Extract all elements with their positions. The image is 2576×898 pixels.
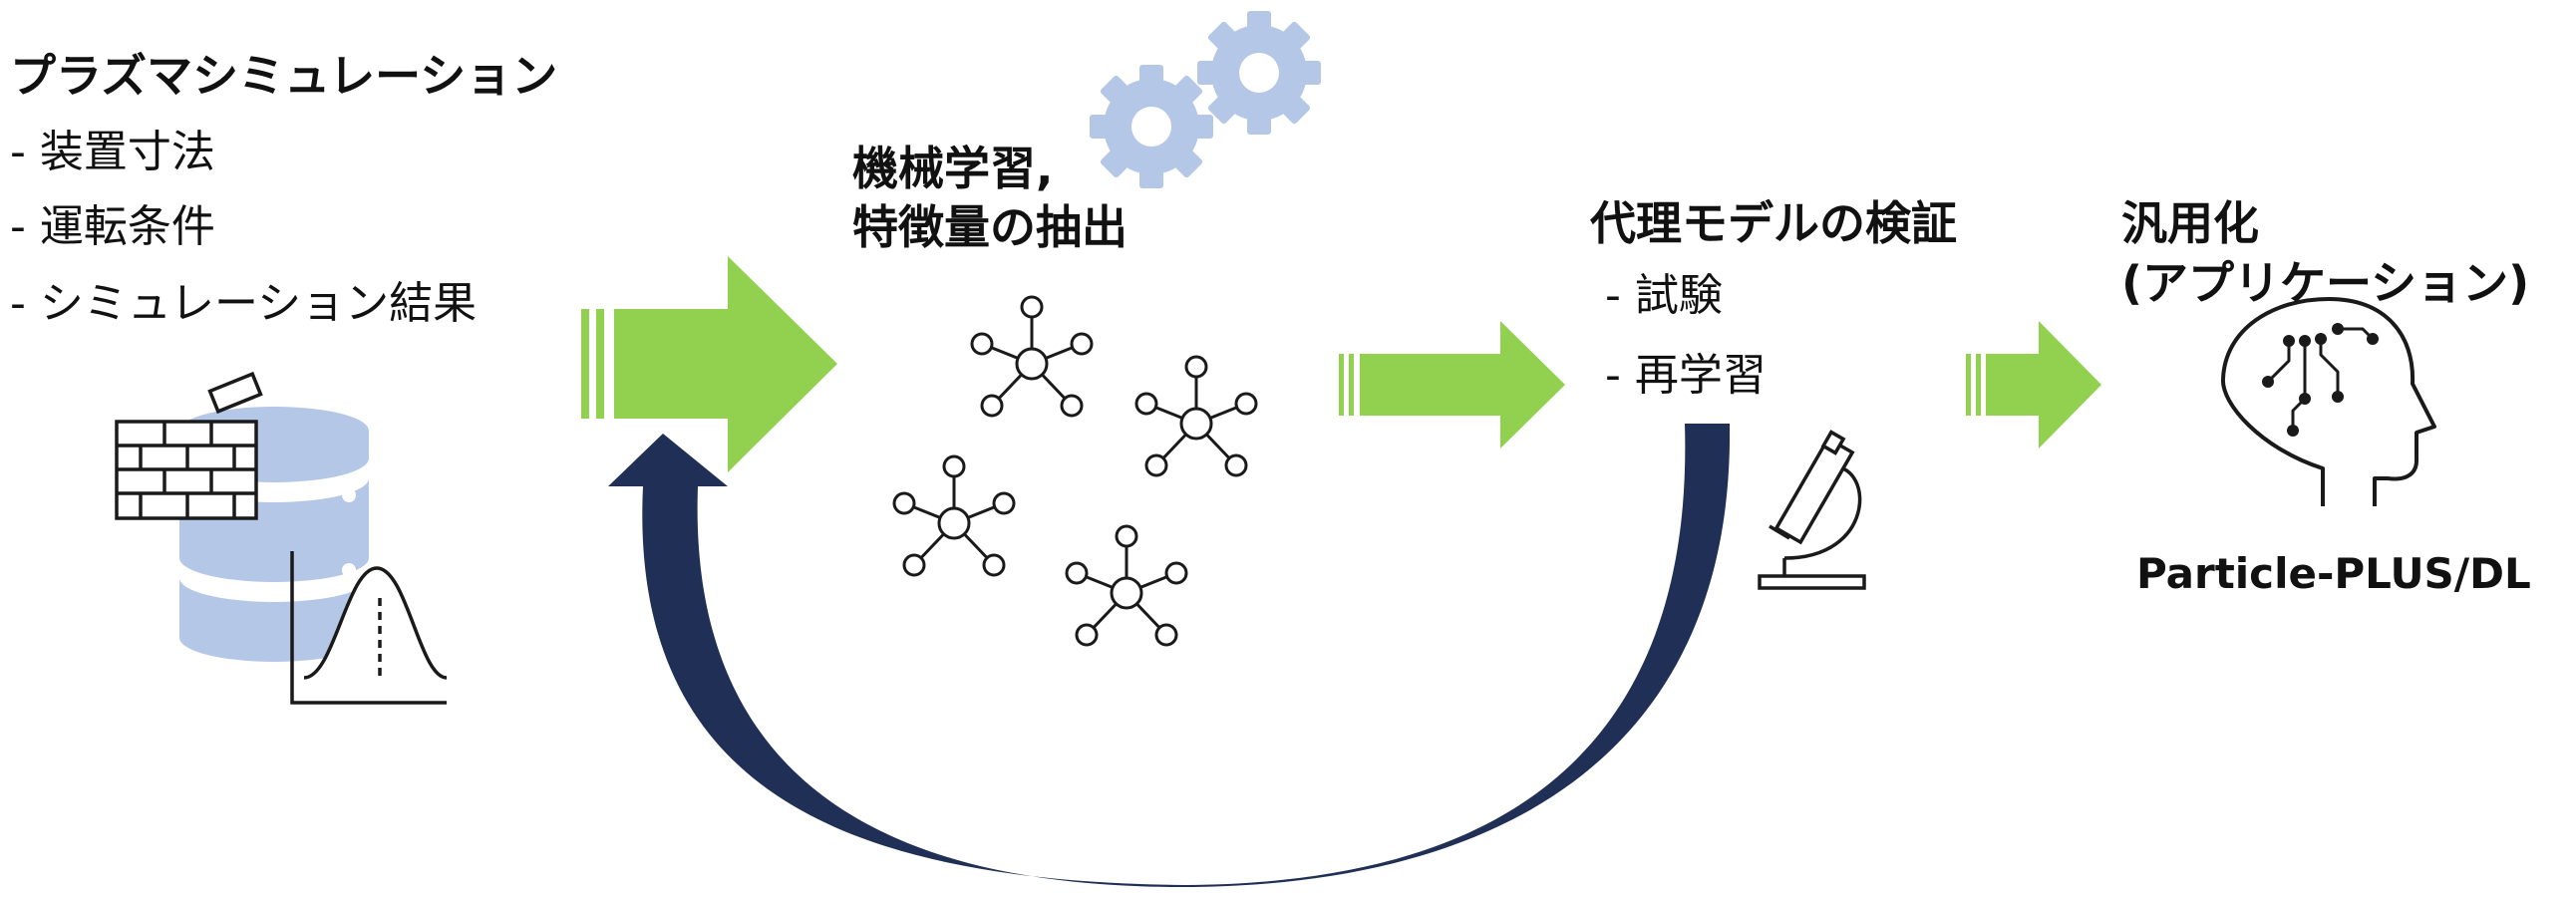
green-arrow-1 (581, 256, 837, 472)
microscope-icon (1758, 430, 1866, 590)
ai-head-icon (2220, 297, 2436, 506)
green-arrow-2 (1339, 321, 1565, 449)
sim-item-conditions: - 運転条件 (10, 201, 215, 252)
ml-title-line2: 特徴量の抽出 (852, 200, 1127, 254)
simulation-title: プラズマシミュレーション (10, 49, 558, 103)
gear-icon (1090, 11, 1321, 188)
network-node-icon (892, 295, 1258, 647)
firewall-icon (115, 371, 263, 520)
ml-title-line1: 機械学習, (852, 142, 1054, 195)
green-arrow-3 (1966, 321, 2101, 449)
sim-item-dimensions: - 装置寸法 (10, 127, 215, 177)
sim-item-results: - シミュレーション結果 (10, 278, 478, 329)
verify-item-test: - 試験 (1605, 270, 1723, 321)
general-title-line1: 汎用化 (2121, 196, 2259, 250)
verify-item-retrain: - 再学習 (1605, 350, 1767, 401)
product-name: Particle-PLUS/DL (2136, 549, 2531, 598)
distribution-chart-icon (290, 551, 448, 705)
verify-title: 代理モデルの検証 (1590, 196, 1957, 250)
feedback-loop-arrow (608, 424, 1731, 887)
